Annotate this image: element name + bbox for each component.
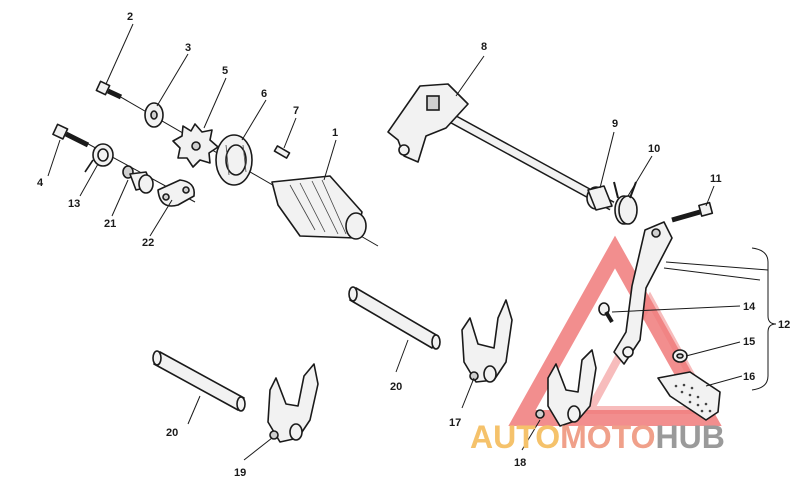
part-6-bearing: [215, 134, 253, 186]
watermark-word-moto: MOTO: [560, 419, 655, 455]
callout-10: 10: [648, 143, 660, 155]
callout-18: 18: [514, 457, 526, 469]
part-3-spacer: [144, 102, 164, 128]
callout-4: 4: [37, 177, 44, 189]
callout-13: 13: [68, 198, 80, 210]
part-17-shift-fork: [461, 299, 513, 383]
watermark-word-auto: AUTO: [470, 419, 560, 455]
part-9-collar: [586, 185, 613, 211]
part-20-fork-shaft-left: [152, 350, 246, 412]
part-7-pin: [273, 145, 291, 159]
callout-20-right: 20: [390, 381, 402, 393]
part-21-roller: [122, 165, 154, 194]
part-16-foot-pedal: [657, 371, 721, 421]
part-8-shift-shaft: [387, 83, 615, 211]
callout-20-left: 20: [166, 427, 178, 439]
callout-8: 8: [481, 41, 487, 53]
callout-3: 3: [185, 42, 191, 54]
part-1-selector-drum: [271, 175, 367, 240]
callout-15: 15: [743, 336, 755, 348]
callout-14: 14: [743, 301, 756, 313]
part-11-bolt: [671, 201, 714, 223]
part-2-bolt: [95, 80, 123, 100]
callout-17: 17: [449, 417, 461, 429]
part-15-nut: [672, 349, 688, 363]
part-4-bolt: [52, 123, 90, 148]
callout-5: 5: [222, 65, 228, 77]
callout-9: 9: [612, 118, 618, 130]
callout-labels: 2 3 5 6 7 1 4 13 21 22 8 9 10 11 12 14 1…: [37, 11, 790, 479]
callout-16: 16: [743, 371, 755, 383]
svg-text:AUTOMOTOHUB: AUTOMOTOHUB: [470, 419, 725, 455]
leader-lines: [47, 23, 777, 461]
part-14-pin: [598, 302, 614, 324]
watermark-word-hub: HUB: [655, 419, 724, 455]
watermark-text: AUTOMOTOHUB: [470, 419, 725, 455]
part-19-shift-fork: [267, 363, 319, 443]
part-12-shift-lever: [613, 221, 673, 365]
part-10-spring: [613, 181, 638, 225]
callout-1: 1: [332, 127, 338, 139]
callout-19: 19: [234, 467, 246, 479]
callout-12: 12: [778, 319, 790, 331]
callout-11: 11: [710, 173, 722, 185]
callout-2: 2: [127, 11, 133, 23]
callout-6: 6: [261, 88, 267, 100]
callout-21: 21: [104, 218, 116, 230]
part-13-spring: [84, 143, 114, 173]
callout-7: 7: [293, 105, 299, 117]
part-20-fork-shaft-right: [348, 286, 441, 350]
part-22-lever: [157, 179, 196, 207]
callout-22: 22: [142, 237, 154, 249]
part-18-shift-fork: [535, 349, 597, 427]
part-5-star-wheel: [172, 123, 219, 168]
